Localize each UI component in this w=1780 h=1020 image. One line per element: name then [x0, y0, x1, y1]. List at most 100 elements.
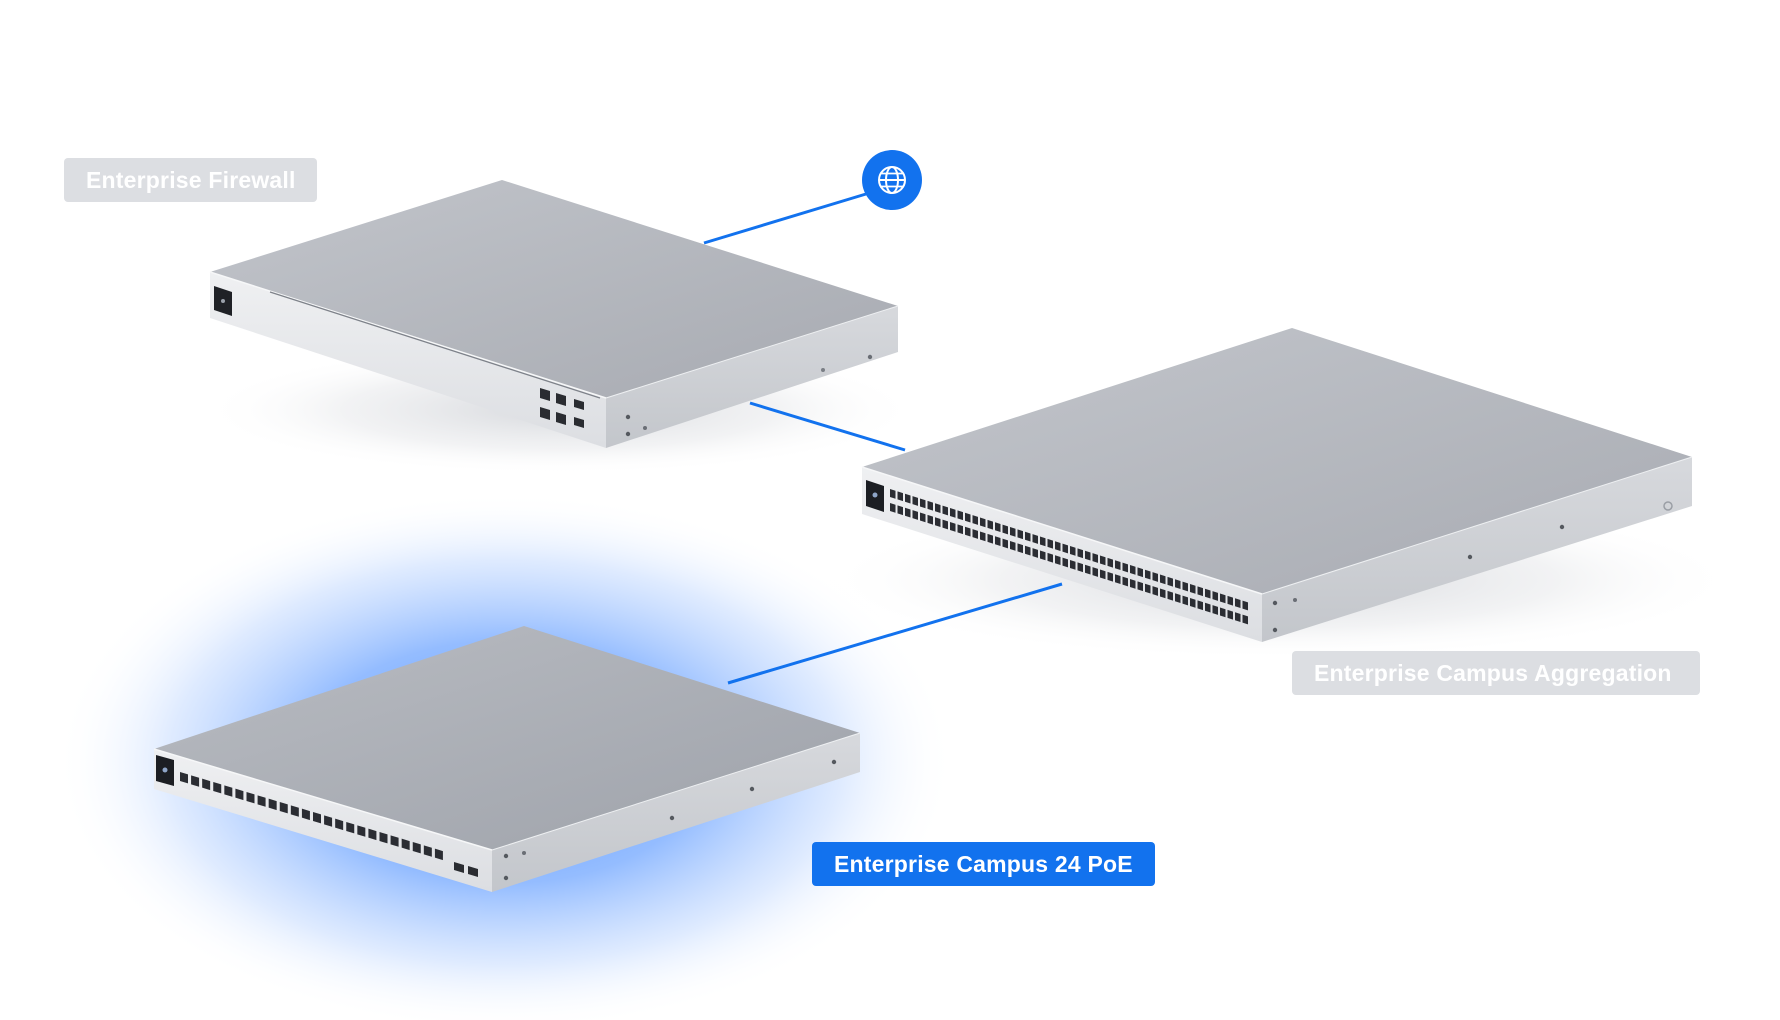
- firewall-status-led: [221, 299, 225, 303]
- firewall-screw: [625, 431, 631, 437]
- aggregation-sfp-port: [1115, 560, 1121, 570]
- aggregation-sfp-port: [1160, 588, 1166, 599]
- campus24-rj45-port: [213, 782, 222, 794]
- firewall-edge: [209, 271, 607, 399]
- globe-icon: [878, 166, 906, 194]
- firewall-vent-slot: [269, 291, 601, 399]
- campus24-rj45-port: [257, 795, 266, 807]
- aggregation-edge: [861, 466, 1263, 595]
- aggregation-sfp-port: [1220, 593, 1226, 604]
- aggregation-sfp-port: [1040, 536, 1046, 547]
- campus24-rj45-port: [412, 842, 421, 854]
- campus24-rj45-port: [313, 812, 321, 824]
- campus24-screw: [522, 851, 526, 855]
- aggregation-sfp-port: [1152, 586, 1158, 596]
- aggregation-sfp-port: [1025, 545, 1031, 556]
- aggregation-sfp-port: [1092, 553, 1098, 563]
- aggregation-sfp-port: [1040, 550, 1046, 561]
- campus24-rj45-port: [191, 775, 200, 787]
- aggregation-sfp-port: [890, 489, 896, 499]
- aggregation-sfp-port: [890, 503, 896, 513]
- aggregation-sfp-port: [1055, 541, 1061, 551]
- internet-node[interactable]: [862, 150, 922, 210]
- aggregation-sfp-port: [1085, 550, 1091, 561]
- campus24-rj45-port: [368, 828, 377, 841]
- campus24-rj45-port: [301, 808, 310, 821]
- campus24-sfp-port: [454, 862, 464, 873]
- aggregation-sfp-port: [1047, 538, 1053, 549]
- campus24-screw: [749, 786, 755, 792]
- aggregation-port-array: [890, 489, 1248, 625]
- aggregation-sfp-port: [1235, 612, 1241, 622]
- aggregation-sfp-port: [995, 522, 1001, 532]
- aggregation-sfp-port: [1100, 555, 1106, 566]
- aggregation-sfp-port: [995, 536, 1001, 546]
- aggregation-sfp-port: [1062, 557, 1068, 568]
- aggregation-screw: [1293, 598, 1297, 602]
- campus24-rj45-port: [180, 772, 188, 784]
- firewall-sfp-port: [574, 417, 584, 428]
- aggregation-sfp-port: [1227, 609, 1233, 620]
- aggregation-sfp-port: [950, 522, 956, 532]
- aggregation-sfp-port: [1077, 548, 1083, 559]
- aggregation-sfp-port: [1062, 543, 1068, 554]
- firewall-sfp-port: [574, 399, 584, 410]
- device-enterprise-firewall[interactable]: [209, 180, 899, 448]
- aggregation-sfp-port: [1175, 593, 1181, 603]
- firewall-ports: [540, 388, 584, 428]
- aggregation-sfp-port: [1010, 527, 1016, 537]
- aggregation-sfp-port: [1190, 598, 1196, 608]
- campus24-rj45-port: [379, 832, 388, 844]
- aggregation-sfp-port: [1197, 600, 1203, 611]
- aggregation-sfp-port: [965, 512, 971, 523]
- aggregation-sfp-port: [950, 508, 956, 518]
- campus24-status-led: [162, 767, 168, 773]
- aggregation-sfp-port: [912, 510, 918, 520]
- device-enterprise-campus-24-poe[interactable]: [153, 626, 861, 892]
- aggregation-sfp-port: [1235, 598, 1241, 608]
- aggregation-sfp-port: [927, 514, 933, 525]
- firewall-top-face: [210, 180, 898, 398]
- firewall-port: [556, 412, 566, 425]
- aggregation-sfp-port: [1070, 560, 1076, 570]
- label-enterprise-campus-24-poe[interactable]: Enterprise Campus 24 PoE: [812, 842, 1155, 886]
- aggregation-sfp-port: [1032, 548, 1038, 558]
- aggregation-sfp-port: [1242, 614, 1248, 625]
- aggregation-status-led: [872, 492, 878, 498]
- aggregation-sfp-port: [1167, 576, 1173, 587]
- aggregation-sfp-port: [927, 500, 933, 511]
- aggregation-sfp-port: [1092, 567, 1098, 577]
- label-enterprise-firewall[interactable]: Enterprise Firewall: [64, 158, 317, 202]
- aggregation-sfp-port: [905, 507, 911, 518]
- aggregation-sfp-port: [1190, 584, 1196, 594]
- campus24-rj45-port: [434, 848, 443, 861]
- link-aggregation-campus24: [727, 582, 1063, 685]
- aggregation-sfp-port: [1107, 571, 1113, 582]
- campus24-port-array: [180, 772, 443, 861]
- aggregation-sfp-port: [972, 529, 978, 539]
- aggregation-edge: [1261, 456, 1693, 595]
- aggregation-sfp-port: [1100, 569, 1106, 580]
- firewall-port: [540, 407, 550, 420]
- aggregation-screw: [1272, 627, 1278, 633]
- aggregation-sfp-port: [920, 512, 926, 523]
- aggregation-sfp-port: [1242, 600, 1248, 611]
- aggregation-sfp-port: [957, 524, 963, 535]
- aggregation-sfp-port: [1160, 574, 1166, 585]
- device-enterprise-campus-aggregation[interactable]: [861, 328, 1693, 642]
- campus24-rj45-port: [290, 805, 299, 817]
- link-firewall-aggregation: [749, 401, 906, 452]
- aggregation-sfp-port: [1212, 591, 1218, 601]
- campus24-screw: [831, 759, 837, 765]
- campus24-screw: [503, 875, 509, 881]
- firewall-screw: [867, 354, 873, 360]
- aggregation-sfp-port: [905, 493, 911, 504]
- aggregation-top-face: [862, 328, 1692, 594]
- aggregation-sfp-port: [980, 531, 986, 542]
- aggregation-sfp-port: [1032, 534, 1038, 544]
- campus24-sfp-port: [468, 866, 478, 877]
- campus24-front-face: [154, 749, 492, 892]
- label-enterprise-campus-aggregation[interactable]: Enterprise Campus Aggregation: [1292, 651, 1700, 695]
